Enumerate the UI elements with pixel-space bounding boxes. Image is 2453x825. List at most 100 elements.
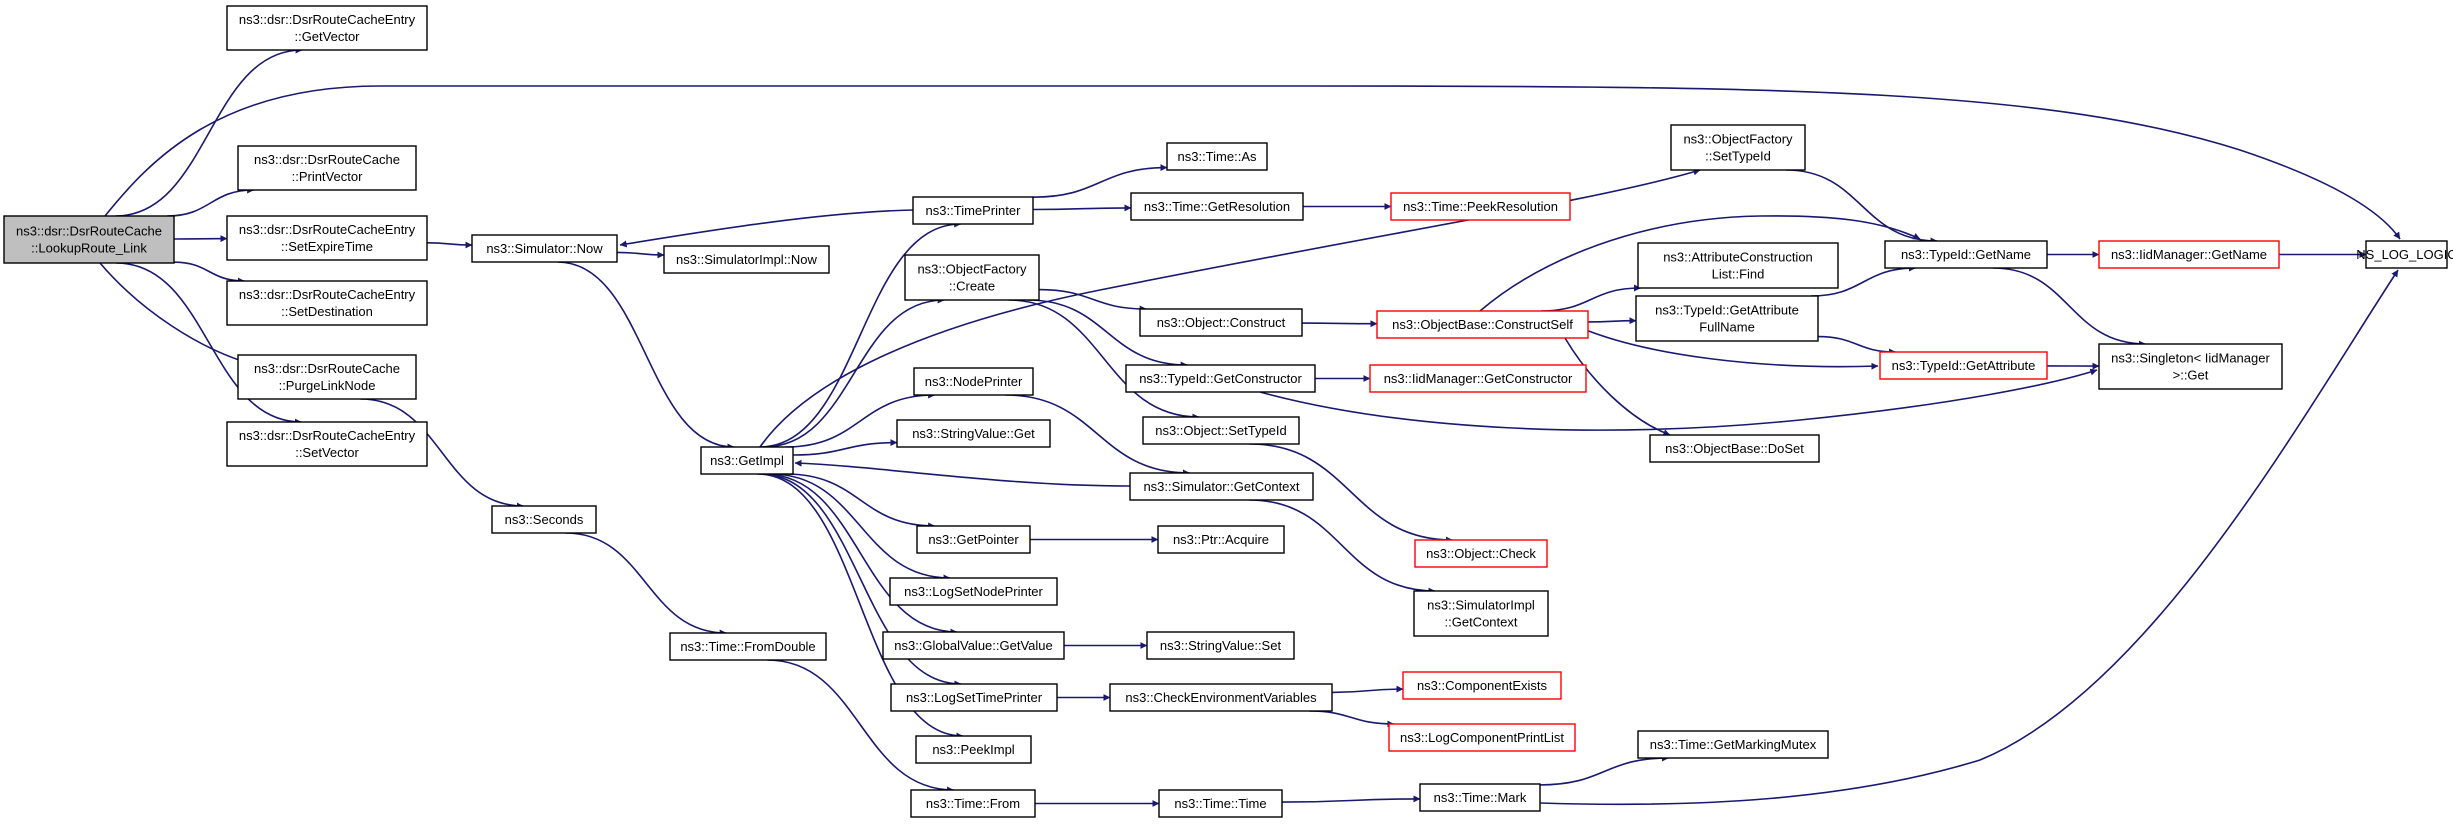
node-label-line: ns3::TimePrinter xyxy=(926,203,1022,218)
node-box xyxy=(904,254,1040,301)
node-object-factory-set-typeid[interactable]: ns3::ObjectFactory::SetTypeId xyxy=(1670,124,1806,171)
edge-simulator_get_context-to-simulatorimpl_get_context xyxy=(1249,499,1436,595)
node-label-line: ns3::Seconds xyxy=(505,512,584,527)
edge-time_printer-to-simulator_now xyxy=(619,209,914,248)
edge-objectbase_construct_self-to-objectbase_doset xyxy=(1564,337,1671,436)
edge-objectbase_construct_self-to-attribute_construction_list_find xyxy=(1540,284,1641,312)
node-label-line: ns3::ObjectBase::DoSet xyxy=(1665,441,1804,456)
node-ptr-acquire[interactable]: ns3::Ptr::Acquire xyxy=(1157,525,1285,554)
node-typeid-get-name[interactable]: ns3::TypeId::GetName xyxy=(1884,240,2048,269)
node-label-line: ns3::Time::GetResolution xyxy=(1144,199,1290,214)
node-time-mark[interactable]: ns3::Time::Mark xyxy=(1419,783,1541,812)
node-label-line: ns3::dsr::DsrRouteCache xyxy=(254,361,400,376)
node-ns-log-logic[interactable]: NS_LOG_LOGIC xyxy=(2356,240,2453,269)
node-time-get-resolution[interactable]: ns3::Time::GetResolution xyxy=(1130,192,1304,221)
node-label-line: ns3::TypeId::GetConstructor xyxy=(1139,371,1302,386)
node-entry-get-vector[interactable]: ns3::dsr::DsrRouteCacheEntry::GetVector xyxy=(226,5,428,51)
node-box xyxy=(912,196,1034,225)
edge-time_time-to-time_mark xyxy=(1281,795,1421,803)
edge-lookup_route_link-to-purge_link_node xyxy=(99,262,256,367)
node-objectbase-doset[interactable]: ns3::ObjectBase::DoSet xyxy=(1649,434,1820,463)
node-log-set-node-printer[interactable]: ns3::LogSetNodePrinter xyxy=(889,577,1058,606)
node-box xyxy=(1142,416,1300,445)
node-time-get-marking-mutex[interactable]: ns3::Time::GetMarkingMutex xyxy=(1637,730,1829,759)
edge-lookup_route_link-to-print_vector xyxy=(167,186,255,217)
edge-lookup_route_link-to-entry_get_vector xyxy=(115,46,303,217)
node-time-from[interactable]: ns3::Time::From xyxy=(910,789,1036,818)
edge-get_impl-to-global_value_get_value xyxy=(763,473,958,636)
node-string-value-set[interactable]: ns3::StringValue::Set xyxy=(1146,631,1295,660)
node-component-exists[interactable]: ns3::ComponentExists xyxy=(1402,671,1562,700)
node-label-line: ns3::Object::SetTypeId xyxy=(1155,423,1287,438)
node-purge-link-node[interactable]: ns3::dsr::DsrRouteCache::PurgeLinkNode xyxy=(237,354,417,400)
node-get-pointer[interactable]: ns3::GetPointer xyxy=(916,525,1031,554)
node-object-set-typeid[interactable]: ns3::Object::SetTypeId xyxy=(1142,416,1300,445)
node-label-line: ns3::Ptr::Acquire xyxy=(1173,532,1269,547)
edge-typeid_get_attribute_full_name-to-typeid_get_attribute xyxy=(1817,335,1896,356)
node-entry-set-vector[interactable]: ns3::dsr::DsrRouteCacheEntry::SetVector xyxy=(226,421,428,467)
node-global-value-get-value[interactable]: ns3::GlobalValue::GetValue xyxy=(882,631,1065,660)
node-box xyxy=(2098,343,2283,390)
node-label-line: NS_LOG_LOGIC xyxy=(2356,247,2453,262)
node-objectbase-construct-self[interactable]: ns3::ObjectBase::ConstructSelf xyxy=(1376,310,1589,339)
node-simulatorimpl-now[interactable]: ns3::SimulatorImpl::Now xyxy=(663,245,830,274)
node-label-line: ns3::dsr::DsrRouteCacheEntry xyxy=(239,12,416,27)
node-typeid-get-attribute[interactable]: ns3::TypeId::GetAttribute xyxy=(1879,351,2048,380)
node-iidmanager-get-constructor[interactable]: ns3::IidManager::GetConstructor xyxy=(1369,364,1587,393)
node-label-line: ns3::Object::Check xyxy=(1426,546,1536,561)
node-label-line: ::LookupRoute_Link xyxy=(31,241,147,256)
node-box xyxy=(1884,240,2048,269)
node-box xyxy=(890,683,1058,712)
node-time-printer[interactable]: ns3::TimePrinter xyxy=(912,196,1034,225)
node-singleton-iidmanager-get[interactable]: ns3::Singleton< IidManager>::Get xyxy=(2098,343,2283,390)
node-label-line: ::PurgeLinkNode xyxy=(279,378,376,393)
node-string-value-get[interactable]: ns3::StringValue::Get xyxy=(896,419,1051,448)
node-label-line: ns3::TypeId::GetName xyxy=(1901,247,2031,262)
edge-typeid_get_constructor-to-singleton_iidmanager_get xyxy=(1259,368,2098,431)
node-label-line: ns3::Time::Mark xyxy=(1434,790,1527,805)
node-label-line: ns3::Time::FromDouble xyxy=(680,639,815,654)
node-box xyxy=(910,789,1036,818)
node-check-env-vars[interactable]: ns3::CheckEnvironmentVariables xyxy=(1109,683,1333,712)
edge-object_construct-to-objectbase_construct_self xyxy=(1301,320,1378,328)
node-box xyxy=(915,735,1032,764)
node-label-line: ::GetVector xyxy=(294,29,360,44)
node-time-from-double[interactable]: ns3::Time::FromDouble xyxy=(669,632,827,661)
edge-time_from_double-to-time_from xyxy=(767,659,955,794)
node-object-construct[interactable]: ns3::Object::Construct xyxy=(1139,308,1303,337)
node-box xyxy=(1388,723,1576,752)
node-typeid-get-constructor[interactable]: ns3::TypeId::GetConstructor xyxy=(1125,364,1316,393)
node-label-line: ns3::SimulatorImpl::Now xyxy=(676,252,817,267)
node-log-component-print-list[interactable]: ns3::LogComponentPrintList xyxy=(1388,723,1576,752)
node-simulator-get-context[interactable]: ns3::Simulator::GetContext xyxy=(1129,472,1314,501)
node-label-line: >::Get xyxy=(2173,368,2209,383)
node-box xyxy=(1879,351,2048,380)
node-box xyxy=(1109,683,1333,712)
node-log-set-time-printer[interactable]: ns3::LogSetTimePrinter xyxy=(890,683,1058,712)
node-label-line: ns3::dsr::DsrRouteCache xyxy=(16,224,162,239)
node-print-vector[interactable]: ns3::dsr::DsrRouteCache::PrintVector xyxy=(237,145,417,191)
node-iidmanager-get-name[interactable]: ns3::IidManager::GetName xyxy=(2098,240,2280,269)
node-node-printer[interactable]: ns3::NodePrinter xyxy=(913,367,1034,396)
node-set-expire-time[interactable]: ns3::dsr::DsrRouteCacheEntry::SetExpireT… xyxy=(226,215,428,261)
node-object-factory-create[interactable]: ns3::ObjectFactory::Create xyxy=(904,254,1040,301)
node-object-check[interactable]: ns3::Object::Check xyxy=(1414,539,1548,568)
node-label-line: ns3::Simulator::Now xyxy=(486,241,603,256)
node-peek-impl[interactable]: ns3::PeekImpl xyxy=(915,735,1032,764)
edge-get_impl-to-string_value_get xyxy=(792,439,898,456)
node-time-peek-resolution[interactable]: ns3::Time::PeekResolution xyxy=(1390,192,1571,221)
node-box xyxy=(1670,124,1806,171)
node-label-line: ns3::GetImpl xyxy=(710,453,784,468)
node-simulatorimpl-get-context[interactable]: ns3::SimulatorImpl::GetContext xyxy=(1413,590,1549,637)
node-simulator-now[interactable]: ns3::Simulator::Now xyxy=(471,234,618,263)
node-time-time[interactable]: ns3::Time::Time xyxy=(1158,789,1283,818)
node-label-line: ns3::ObjectFactory xyxy=(1683,132,1793,147)
node-time-as[interactable]: ns3::Time::As xyxy=(1166,142,1268,171)
node-seconds[interactable]: ns3::Seconds xyxy=(491,505,597,534)
node-get-impl[interactable]: ns3::GetImpl xyxy=(700,446,794,475)
node-set-destination[interactable]: ns3::dsr::DsrRouteCacheEntry::SetDestina… xyxy=(226,280,428,326)
node-label-line: ns3::LogSetNodePrinter xyxy=(904,584,1043,599)
